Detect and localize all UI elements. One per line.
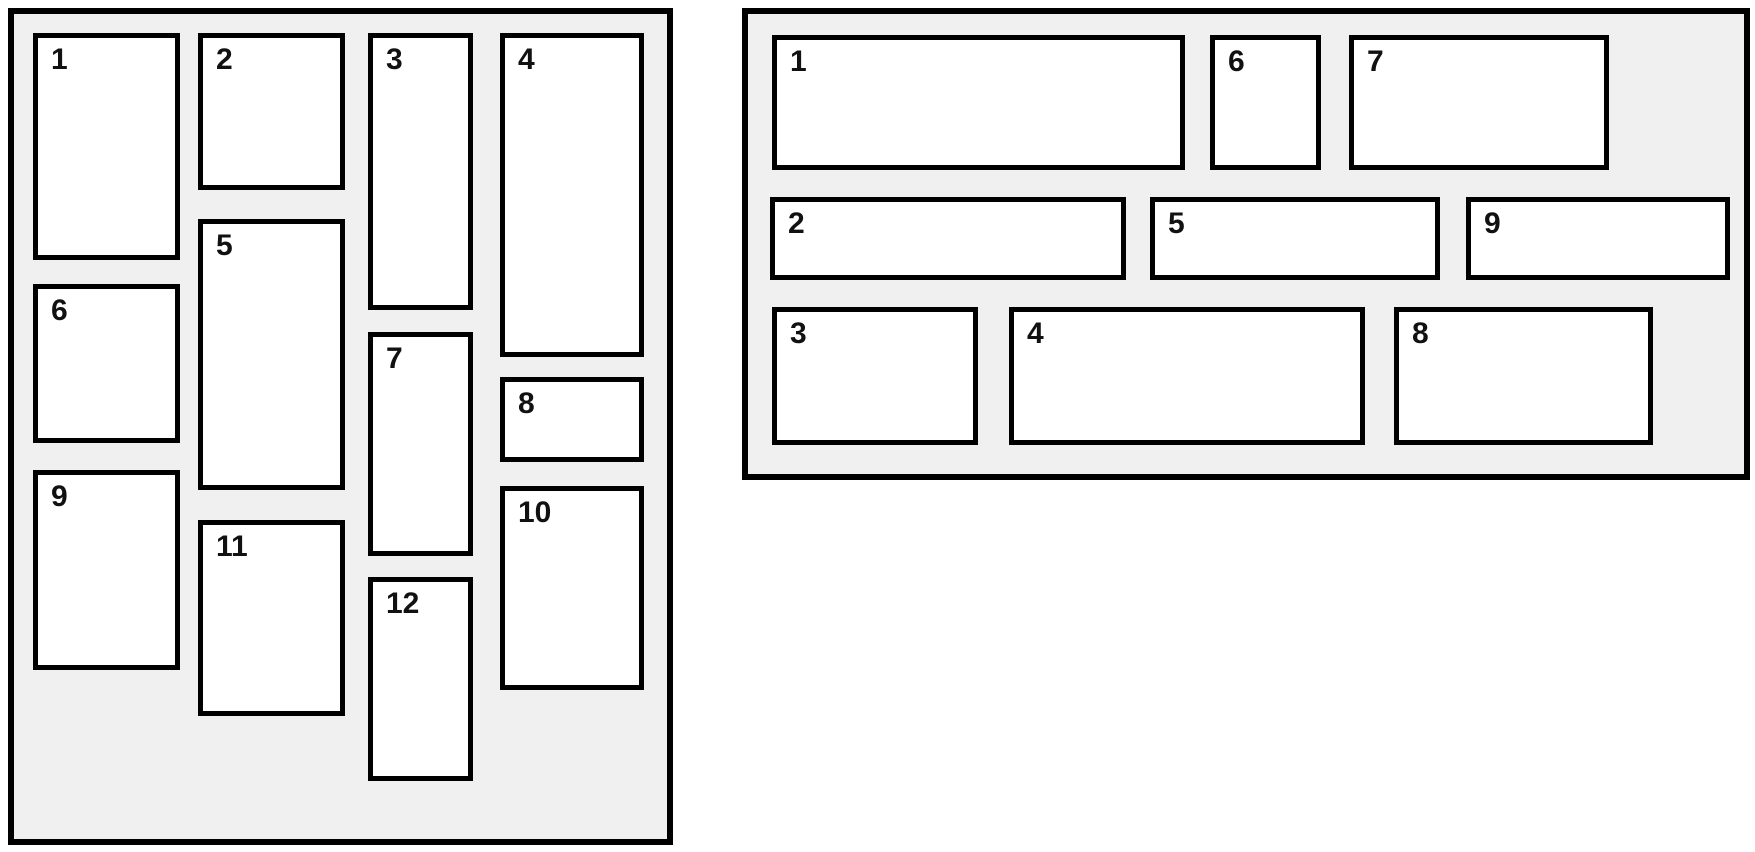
- tile: 1: [772, 35, 1185, 170]
- tile: 9: [33, 470, 180, 670]
- tile-label: 5: [216, 229, 233, 262]
- tile: 5: [198, 219, 345, 490]
- tile: 9: [1466, 197, 1730, 280]
- tile: 6: [1210, 35, 1321, 170]
- tile-label: 10: [518, 496, 552, 529]
- tile-label: 7: [1367, 45, 1384, 78]
- tile-label: 1: [790, 45, 807, 78]
- tile-label: 1: [51, 43, 68, 76]
- tile: 7: [368, 332, 473, 556]
- tile: 11: [198, 520, 345, 716]
- tile: 2: [770, 197, 1126, 280]
- tile-label: 3: [386, 43, 403, 76]
- tile-label: 2: [788, 207, 805, 240]
- tile: 1: [33, 33, 180, 260]
- tile-label: 11: [216, 530, 248, 563]
- tile: 3: [772, 307, 978, 445]
- tile: 3: [368, 33, 473, 310]
- tile-label: 3: [790, 317, 807, 350]
- tile-label: 6: [1228, 45, 1245, 78]
- tile: 2: [198, 33, 345, 190]
- tile-label: 6: [51, 294, 68, 327]
- tile-label: 4: [1027, 317, 1044, 350]
- tile: 5: [1150, 197, 1440, 280]
- tile-label: 4: [518, 43, 535, 76]
- tile-label: 8: [518, 387, 535, 420]
- tile: 4: [500, 33, 644, 357]
- tile: 6: [33, 284, 180, 443]
- tile-label: 9: [51, 480, 68, 513]
- tile-label: 7: [386, 342, 403, 375]
- tile: 8: [1394, 307, 1653, 445]
- tile-label: 12: [386, 587, 420, 620]
- right-masonry-panel: 1 2 3 4 5 6 7 8 9: [742, 8, 1750, 480]
- tile-label: 2: [216, 43, 233, 76]
- tile-label: 9: [1484, 207, 1501, 240]
- tile: 10: [500, 486, 644, 690]
- tile-label: 8: [1412, 317, 1429, 350]
- tile: 8: [500, 377, 644, 462]
- tile: 12: [368, 577, 473, 781]
- tile: 4: [1009, 307, 1365, 445]
- tile: 7: [1349, 35, 1609, 170]
- tile-label: 5: [1168, 207, 1185, 240]
